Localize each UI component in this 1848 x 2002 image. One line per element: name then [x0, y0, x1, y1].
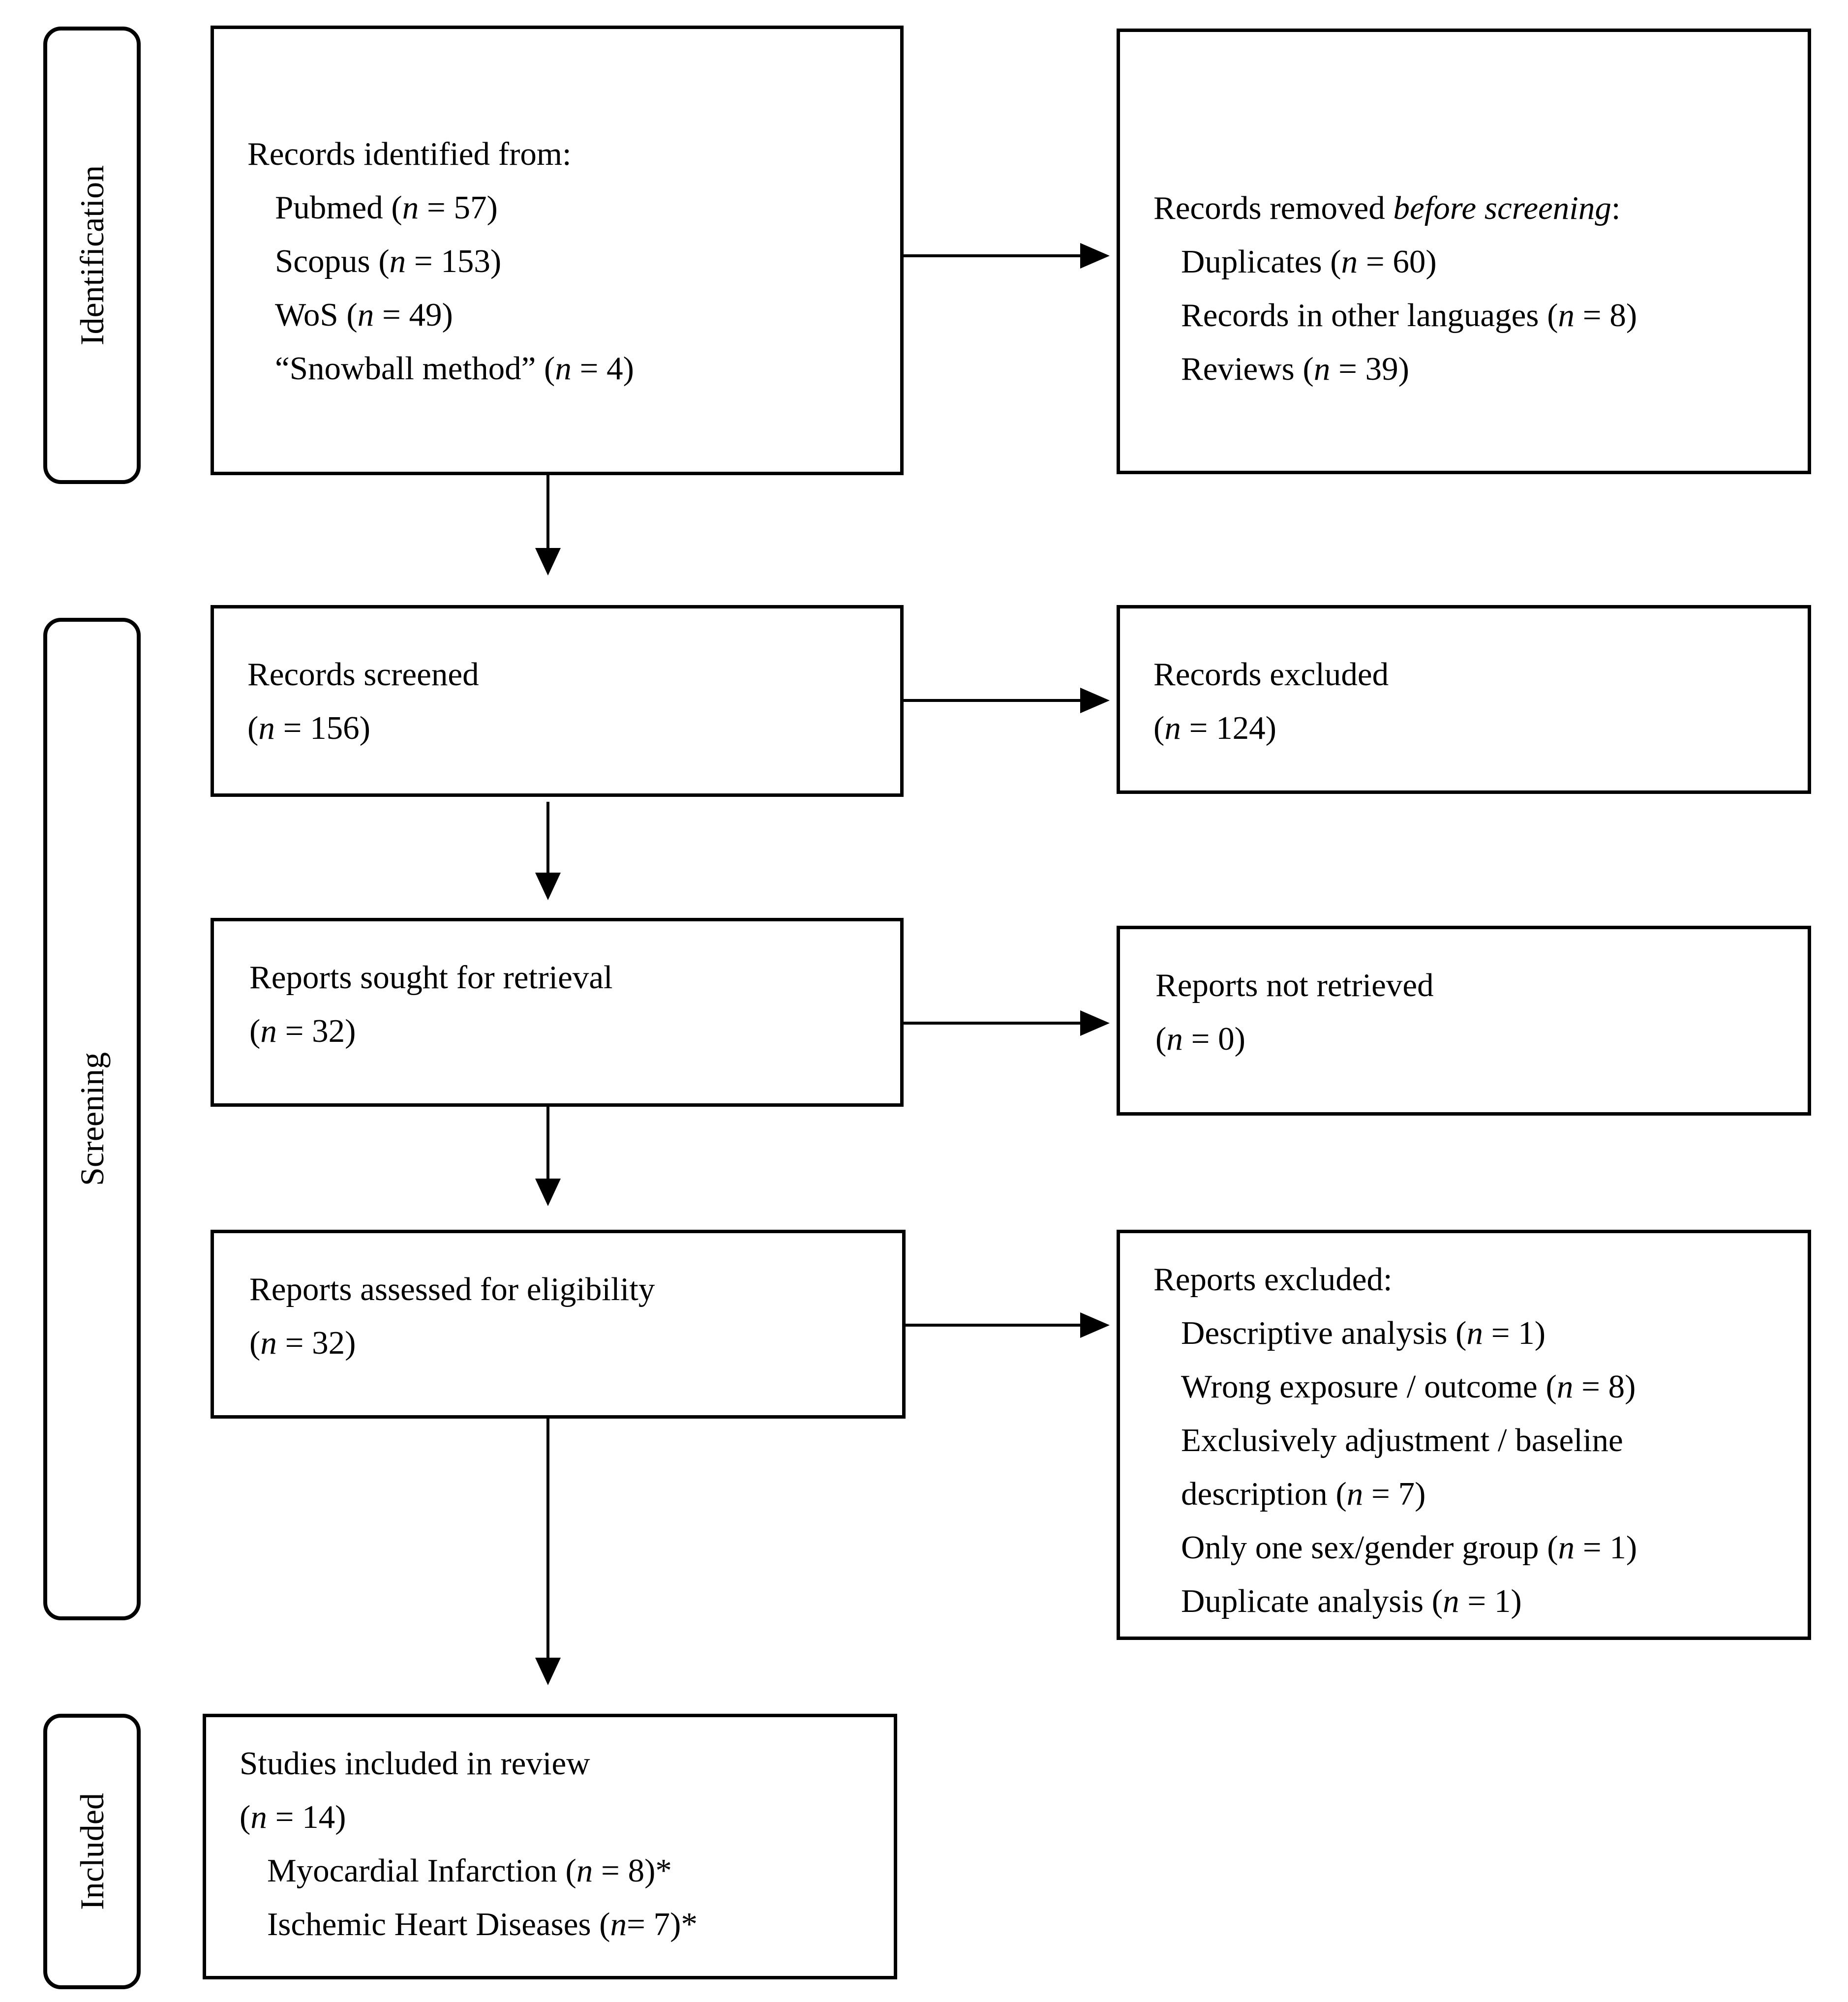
excluded-one-sex-group: Only one sex/gender group (n = 1)	[1181, 1529, 1637, 1566]
records-screened-count: (n = 156)	[247, 710, 370, 746]
reports-excluded-heading: Reports excluded:	[1153, 1261, 1393, 1298]
arrowhead-screened-to-sought	[535, 873, 561, 900]
arrowhead-assessed-to-excluded	[1080, 1312, 1110, 1338]
reports-sought-count: (n = 32)	[249, 1013, 356, 1049]
phase-screening: Screening	[43, 618, 141, 1620]
removed-reviews: Reviews (n = 39)	[1181, 351, 1409, 387]
excluded-adjustment-line-2: description (n = 7)	[1181, 1476, 1426, 1512]
reports-assessed-count: (n = 32)	[249, 1325, 356, 1361]
arrowhead-screened-to-excluded	[1080, 688, 1110, 713]
reports-not-retrieved-count: (n = 0)	[1155, 1021, 1245, 1057]
source-wos: WoS (n = 49)	[275, 297, 453, 333]
studies-included-box: Studies included in review (n = 14) Myoc…	[203, 1714, 897, 1979]
included-myocardial-infarction: Myocardial Infarction (n = 8)*	[267, 1852, 672, 1889]
excluded-descriptive-analysis: Descriptive analysis (n = 1)	[1181, 1315, 1546, 1351]
source-scopus: Scopus (n = 153)	[275, 243, 502, 279]
reports-sought-box: Reports sought for retrieval (n = 32)	[211, 918, 904, 1107]
reports-assessed-box: Reports assessed for eligibility (n = 32…	[211, 1230, 906, 1419]
arrowhead-identified-to-screened	[535, 548, 561, 576]
source-snowball: “Snowball method” (n = 4)	[275, 350, 634, 387]
studies-included-heading: Studies included in review	[240, 1745, 590, 1782]
records-excluded-box: Records excluded (n = 124)	[1117, 605, 1811, 794]
arrowhead-sought-to-assessed	[535, 1179, 561, 1206]
reports-not-retrieved-box: Reports not retrieved (n = 0)	[1117, 926, 1811, 1116]
arrowhead-sought-to-not-retrieved	[1080, 1010, 1110, 1036]
source-pubmed: Pubmed (n = 57)	[275, 189, 498, 226]
records-identified-heading: Records identified from:	[247, 136, 572, 172]
records-excluded-heading: Records excluded	[1153, 656, 1389, 693]
excluded-adjustment-line-1: Exclusively adjustment / baseline	[1181, 1422, 1623, 1458]
reports-excluded-box: Reports excluded: Descriptive analysis (…	[1117, 1230, 1811, 1640]
records-removed-heading: Records removed before screening:	[1153, 190, 1621, 226]
arrowhead-identified-to-removed	[1080, 243, 1110, 269]
included-ischemic-heart-diseases: Ischemic Heart Diseases (n= 7)*	[267, 1906, 697, 1942]
excluded-wrong-exposure: Wrong exposure / outcome (n = 8)	[1181, 1368, 1636, 1405]
excluded-duplicate-analysis: Duplicate analysis (n = 1)	[1181, 1583, 1522, 1619]
records-identified-box: Records identified from: Pubmed (n = 57)…	[211, 26, 904, 475]
records-removed-box: Records removed before screening: Duplic…	[1117, 29, 1811, 474]
reports-assessed-heading: Reports assessed for eligibility	[249, 1271, 655, 1307]
phase-included: Included	[43, 1714, 141, 1989]
reports-not-retrieved-heading: Reports not retrieved	[1155, 967, 1434, 1003]
records-screened-heading: Records screened	[247, 656, 479, 693]
removed-duplicates: Duplicates (n = 60)	[1181, 243, 1437, 280]
studies-included-count: (n = 14)	[240, 1799, 346, 1835]
records-excluded-count: (n = 124)	[1153, 710, 1276, 746]
phase-identification: Identification	[43, 27, 141, 484]
reports-sought-heading: Reports sought for retrieval	[249, 959, 613, 996]
arrowhead-assessed-to-included	[535, 1658, 561, 1685]
records-screened-box: Records screened (n = 156)	[211, 605, 904, 797]
removed-other-languages: Records in other languages (n = 8)	[1181, 297, 1637, 334]
